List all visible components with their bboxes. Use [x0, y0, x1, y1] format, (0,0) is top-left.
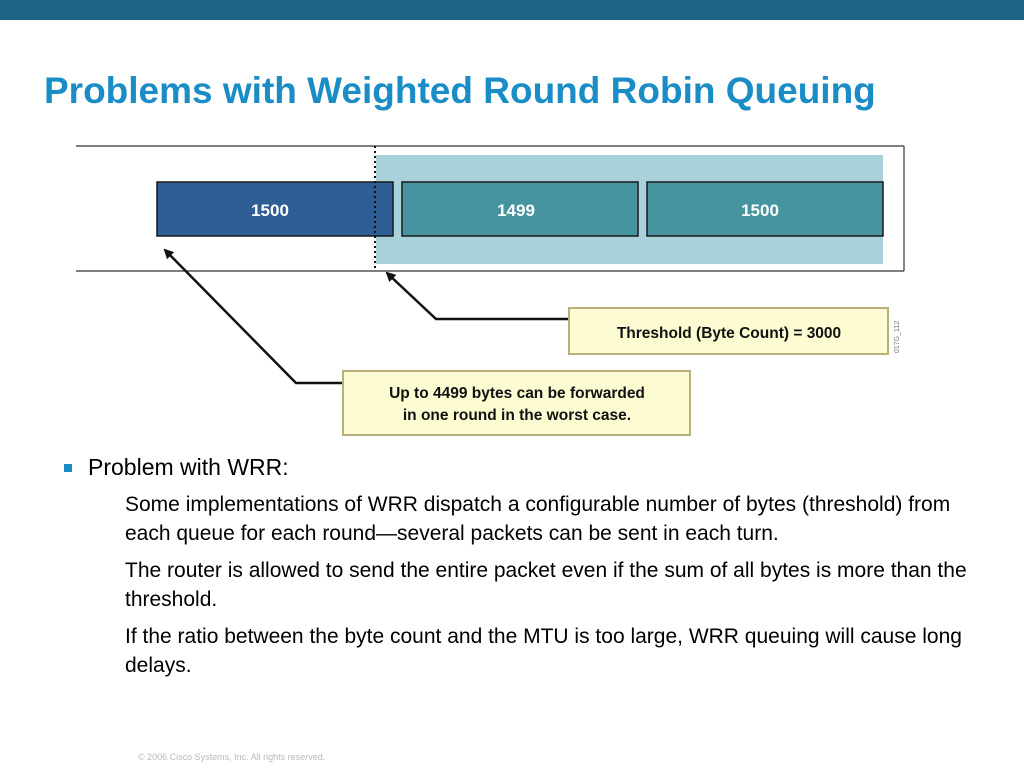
- sub-paragraph: Some implementations of WRR dispatch a c…: [125, 493, 951, 545]
- sub-paragraph: If the ratio between the byte count and …: [125, 625, 962, 677]
- bullet-section: Problem with WRR: Some implementations o…: [64, 452, 974, 680]
- bullet-label: Problem with WRR:: [88, 454, 289, 480]
- packet-2: 1499: [401, 181, 639, 237]
- worst-case-arrow: [163, 248, 344, 385]
- copyright-footer: © 2006 Cisco Systems, Inc. All rights re…: [138, 752, 326, 762]
- packet-1-label: 1500: [251, 201, 289, 220]
- worst-case-callout-line1: Up to 4499 bytes can be forwarded: [389, 385, 645, 402]
- queue-container: [76, 145, 905, 272]
- worst-case-callout: Up to 4499 bytes can be forwarded in one…: [342, 370, 691, 436]
- worst-case-callout-line2: in one round in the worst case.: [403, 407, 631, 424]
- packet-3: 1500: [646, 181, 884, 237]
- packet-3-label: 1500: [741, 201, 779, 220]
- packet-2-label: 1499: [497, 201, 535, 220]
- bullet-item: Problem with WRR:: [64, 452, 974, 482]
- threshold-callout: Threshold (Byte Count) = 3000: [568, 307, 889, 355]
- threshold-arrow: [385, 271, 569, 321]
- sub-paragraph: The router is allowed to send the entire…: [125, 559, 967, 611]
- threshold-callout-text: Threshold (Byte Count) = 3000: [617, 325, 841, 342]
- bullet-square-icon: [64, 464, 72, 472]
- slide-title: Problems with Weighted Round Robin Queui…: [44, 70, 876, 111]
- top-accent-bar: [0, 0, 1024, 20]
- figure-code: 017G_112: [894, 321, 901, 353]
- wrr-diagram: 1500 1499 1500 Threshold (Byte Count) = …: [76, 145, 905, 436]
- packet-1: 1500: [156, 181, 394, 237]
